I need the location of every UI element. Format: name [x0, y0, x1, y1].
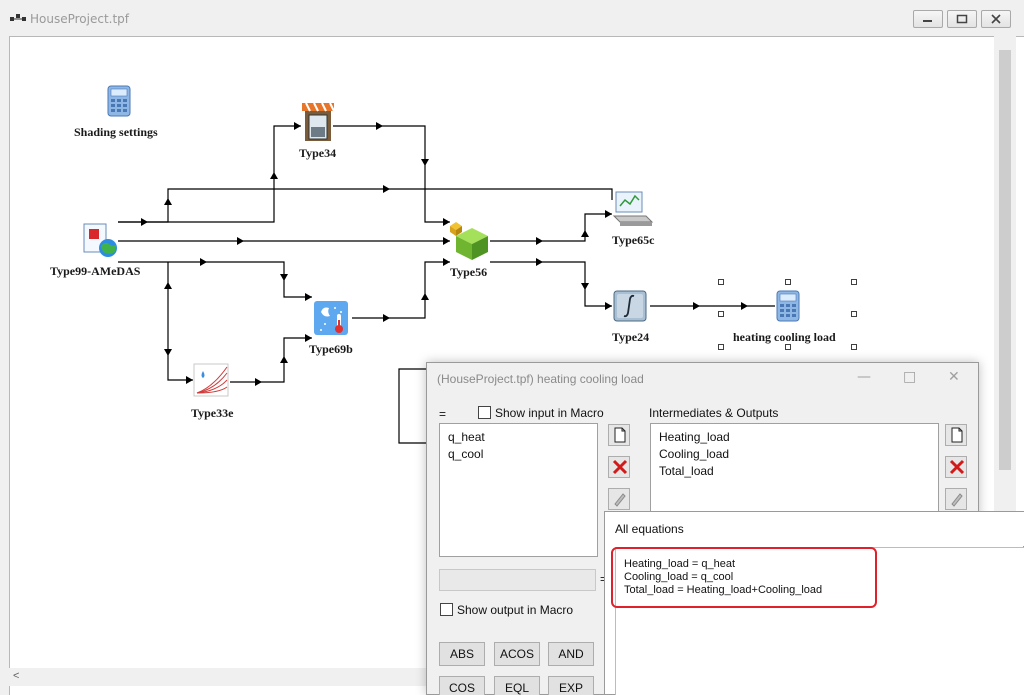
input-item[interactable]: q_cool: [448, 447, 484, 461]
minimize-icon: [923, 20, 932, 22]
delete-input-button[interactable]: [608, 456, 630, 478]
function-button-and[interactable]: AND: [548, 642, 594, 666]
add-output-button[interactable]: [945, 424, 967, 446]
selection-handle[interactable]: [718, 344, 724, 350]
output-item[interactable]: Cooling_load: [659, 447, 730, 461]
window-overhang-icon: [302, 103, 334, 141]
selection-handle[interactable]: [785, 279, 791, 285]
component-label: Type33e: [191, 406, 234, 420]
highlight-box: [611, 547, 877, 608]
selection-handle[interactable]: [851, 311, 857, 317]
dialog-maximize-button[interactable]: □: [903, 369, 917, 385]
equations-text-area[interactable]: Heating_load = q_heat Cooling_load = q_c…: [615, 547, 1024, 695]
new-document-icon: [614, 427, 626, 443]
function-button-abs[interactable]: ABS: [439, 642, 485, 666]
equals-label: =: [600, 572, 607, 586]
show-output-label: Show output in Macro: [457, 603, 574, 617]
window-title: HouseProject.tpf: [30, 12, 130, 26]
add-input-button[interactable]: [608, 424, 630, 446]
rename-output-button[interactable]: [945, 488, 967, 510]
selection-handle[interactable]: [785, 344, 791, 350]
selection-handle[interactable]: [718, 311, 724, 317]
dialog-title: (HouseProject.tpf) heating cooling load: [437, 372, 644, 386]
selection-handle[interactable]: [851, 344, 857, 350]
component-label: Type24: [612, 330, 650, 344]
component-label: Type65c: [612, 233, 655, 247]
delete-icon: [949, 459, 965, 475]
minimize-button[interactable]: [913, 10, 943, 28]
main-title-bar: HouseProject.tpf: [0, 0, 1024, 38]
expression-field[interactable]: [439, 569, 596, 591]
vertical-scrollbar-thumb[interactable]: [999, 50, 1011, 470]
close-button[interactable]: [981, 10, 1011, 28]
component-label: Shading settings: [74, 125, 158, 139]
function-button-acos[interactable]: ACOS: [494, 642, 540, 666]
new-document-icon: [951, 427, 963, 443]
selection-handle[interactable]: [851, 279, 857, 285]
input-item[interactable]: q_heat: [448, 430, 485, 444]
output-item[interactable]: Heating_load: [659, 430, 730, 444]
inputs-list[interactable]: q_heat q_cool: [439, 423, 598, 557]
calculator-icon: [776, 290, 800, 322]
calculator-icon: [107, 85, 131, 117]
equation-line: Cooling_load = q_cool: [624, 571, 734, 583]
vertical-scrollbar[interactable]: [994, 36, 1016, 668]
dialog-minimize-button[interactable]: —: [857, 369, 871, 385]
restore-icon: [956, 14, 968, 24]
delete-icon: [612, 459, 628, 475]
all-equations-window: All equations Heating_load = q_heat Cool…: [604, 511, 1024, 695]
horizontal-scrollbar[interactable]: <: [9, 668, 429, 686]
all-equations-title-bar: All equations: [605, 512, 1024, 546]
component-label: Type56: [450, 265, 488, 279]
rename-input-button[interactable]: [608, 488, 630, 510]
output-item[interactable]: Total_load: [659, 464, 714, 478]
delete-output-button[interactable]: [945, 456, 967, 478]
component-label: Type69b: [309, 342, 353, 356]
restore-button[interactable]: [947, 10, 977, 28]
component-label: Type34: [299, 146, 337, 160]
function-button-exp[interactable]: EXP: [548, 676, 594, 695]
sky-temperature-icon: [314, 301, 348, 335]
edit-icon: [614, 493, 626, 507]
all-equations-title: All equations: [615, 522, 684, 536]
function-button-eql[interactable]: EQL: [494, 676, 540, 695]
edit-icon: [951, 493, 963, 507]
component-label: Type99-AMeDAS: [50, 264, 141, 278]
close-icon: [991, 14, 1001, 24]
app-icon: [10, 14, 26, 21]
show-input-label: Show input in Macro: [495, 406, 604, 420]
integrator-icon: [613, 290, 647, 322]
component-label: heating cooling load: [733, 330, 836, 344]
dialog-close-button[interactable]: ✕: [948, 369, 960, 385]
function-button-cos[interactable]: COS: [439, 676, 485, 695]
building-block-icon: [450, 222, 488, 260]
selection-handle[interactable]: [718, 279, 724, 285]
inputs-header: =: [439, 407, 447, 421]
psychrometric-chart-icon: [193, 363, 229, 397]
online-plotter-icon: [612, 191, 654, 226]
equation-line: Heating_load = q_heat: [624, 558, 736, 570]
show-output-checkbox[interactable]: [440, 603, 453, 616]
outputs-header: Intermediates & Outputs: [649, 406, 779, 420]
weather-data-globe-icon: [83, 223, 117, 257]
outputs-list[interactable]: Heating_load Cooling_load Total_load: [650, 423, 939, 513]
show-input-checkbox[interactable]: [478, 406, 491, 419]
scroll-left-arrow[interactable]: <: [13, 670, 20, 682]
equation-line: Total_load = Heating_load+Cooling_load: [624, 584, 823, 596]
